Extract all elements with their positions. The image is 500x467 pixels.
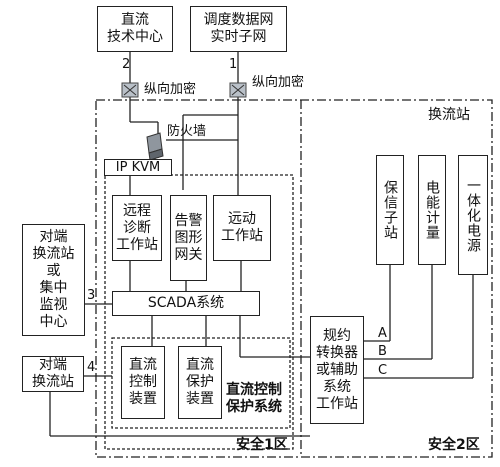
encrypt-1-icon: [229, 82, 247, 98]
scada-box: SCADA系统: [112, 291, 260, 316]
dc-protect-box: 直流 保护 装置: [178, 346, 222, 419]
zone1-inner-boundary: [104, 174, 294, 450]
firewall-icon: [146, 132, 164, 161]
scada-label: SCADA系统: [147, 295, 225, 311]
port-c-label: C: [378, 363, 388, 378]
remote-diag-box: 远程 诊断 工作站: [112, 195, 162, 261]
energy-meter-box: 电能计量: [418, 155, 446, 265]
dc-system-boundary: [111, 337, 291, 429]
port-a-label: A: [378, 326, 387, 341]
alarm-gateway-box: 告警 图形 网关: [170, 195, 207, 281]
firewall-label: 防火墙: [167, 124, 207, 139]
encrypt-2-icon: [121, 82, 139, 98]
dc-system-label: 直流控制 保护系统: [226, 382, 282, 415]
zone1-label: 安全1区: [236, 437, 288, 453]
dispatch-net-box: 调度数据网 实时子网: [190, 6, 287, 52]
port-4-label: 4: [87, 360, 96, 375]
relay-substation-label: 保信子站: [382, 180, 398, 240]
dc-tech-center-box: 直流 技术中心: [97, 6, 173, 52]
port-1-label: 1: [229, 57, 238, 72]
zone2-label: 安全2区: [428, 437, 480, 453]
ups-label: 一体化电源: [465, 177, 481, 253]
telecontrol-box: 远动 工作站: [213, 195, 271, 261]
energy-meter-label: 电能计量: [424, 180, 440, 240]
protocol-converter-label: 规约 转换器 或辅助 系统 工作站: [316, 327, 358, 412]
converter-station-boundary: [95, 99, 493, 458]
dispatch-net-label: 调度数据网 实时子网: [203, 12, 274, 45]
ups-box: 一体化电源: [458, 155, 488, 275]
remote-station-center-box: 对端 换流站 或 集中 监视 中心: [22, 224, 85, 336]
dc-control-box: 直流 控制 装置: [121, 346, 165, 419]
telecontrol-label: 远动 工作站: [221, 211, 263, 244]
ip-kvm-box: IP KVM: [104, 159, 172, 176]
remote-station-center-label: 对端 换流站 或 集中 监视 中心: [32, 229, 75, 330]
port-3-label: 3: [87, 288, 96, 303]
encrypt-1-label: 纵向加密: [252, 75, 305, 90]
remote-station-box: 对端 换流站: [22, 356, 84, 392]
ip-kvm-label: IP KVM: [115, 159, 161, 175]
remote-diag-label: 远程 诊断 工作站: [116, 202, 158, 253]
dc-protect-label: 直流 保护 装置: [186, 357, 214, 407]
port-b-label: B: [378, 344, 387, 359]
dc-tech-center-label: 直流 技术中心: [107, 12, 163, 45]
converter-station-label: 换流站: [428, 107, 470, 123]
alarm-gateway-label: 告警 图形 网关: [174, 212, 203, 263]
relay-substation-box: 保信子站: [376, 155, 404, 265]
dc-control-label: 直流 控制 装置: [129, 357, 157, 407]
encrypt-2-label: 纵向加密: [144, 82, 197, 97]
protocol-converter-box: 规约 转换器 或辅助 系统 工作站: [310, 316, 364, 424]
remote-station-label: 对端 换流站: [32, 357, 74, 390]
port-2-label: 2: [122, 57, 131, 72]
